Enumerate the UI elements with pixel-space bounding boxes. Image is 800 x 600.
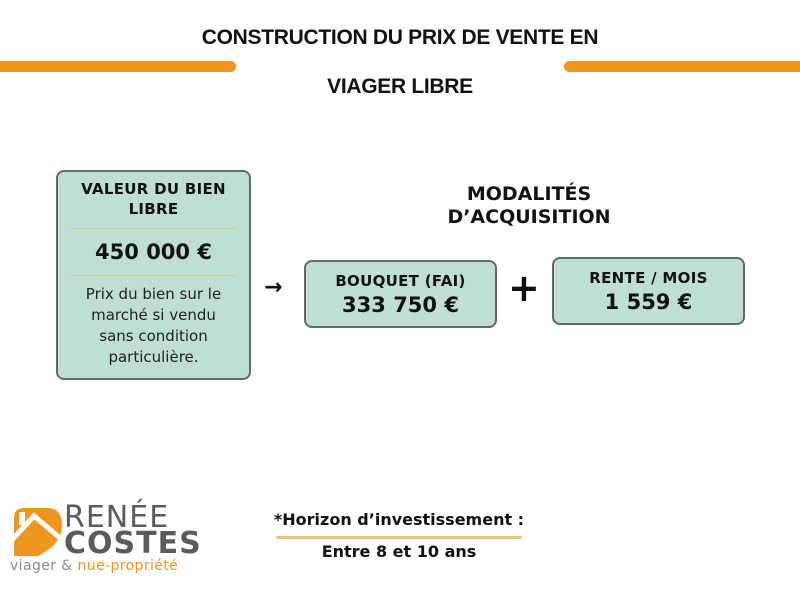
logo-text-costes: COSTES	[64, 526, 202, 561]
logo-text-renee: RENÉE	[64, 500, 170, 535]
property-value-amount: 450 000 €	[95, 240, 212, 264]
plus-icon: +	[508, 266, 540, 310]
arrow-right-icon: →	[264, 275, 283, 300]
accent-bar-left	[0, 61, 236, 72]
rente-amount: 1 559 €	[604, 290, 693, 314]
property-value-box: VALEUR DU BIEN LIBRE 450 000 € Prix du b…	[56, 170, 251, 380]
title-line-1: CONSTRUCTION DU PRIX DE VENTE EN	[201, 26, 599, 49]
house-logo-icon	[8, 508, 62, 556]
logo-tagline: viager & nue-propriété	[10, 558, 178, 574]
accent-bar-right	[564, 61, 800, 72]
logo-tagline-nue-propriete: nue-propriété	[77, 558, 179, 574]
acquisition-terms-heading: MODALITÉS D’ACQUISITION	[400, 183, 658, 229]
property-value-description: Prix du bien sur le marché si vendu sans…	[85, 285, 222, 366]
logo-tagline-viager: viager &	[10, 558, 78, 574]
acquisition-heading-line-2: D’ACQUISITION	[447, 206, 611, 228]
company-logo: RENÉE COSTES viager & nue-propriété	[8, 500, 218, 580]
divider	[70, 228, 237, 229]
investment-horizon-value: Entre 8 et 10 ans	[321, 542, 477, 561]
horizon-underline	[276, 536, 522, 539]
rente-box: RENTE / MOIS 1 559 €	[552, 257, 745, 325]
bouquet-label: BOUQUET (FAI)	[335, 272, 466, 290]
bouquet-box: BOUQUET (FAI) 333 750 €	[304, 260, 497, 328]
title-line-2: VIAGER LIBRE	[327, 75, 473, 98]
bouquet-amount: 333 750 €	[342, 293, 459, 317]
investment-horizon-label: *Horizon d’investissement :	[273, 510, 525, 529]
acquisition-heading-line-1: MODALITÉS	[466, 183, 592, 205]
property-value-heading: VALEUR DU BIEN LIBRE	[81, 180, 226, 218]
rente-label: RENTE / MOIS	[589, 269, 708, 287]
divider	[70, 275, 237, 276]
